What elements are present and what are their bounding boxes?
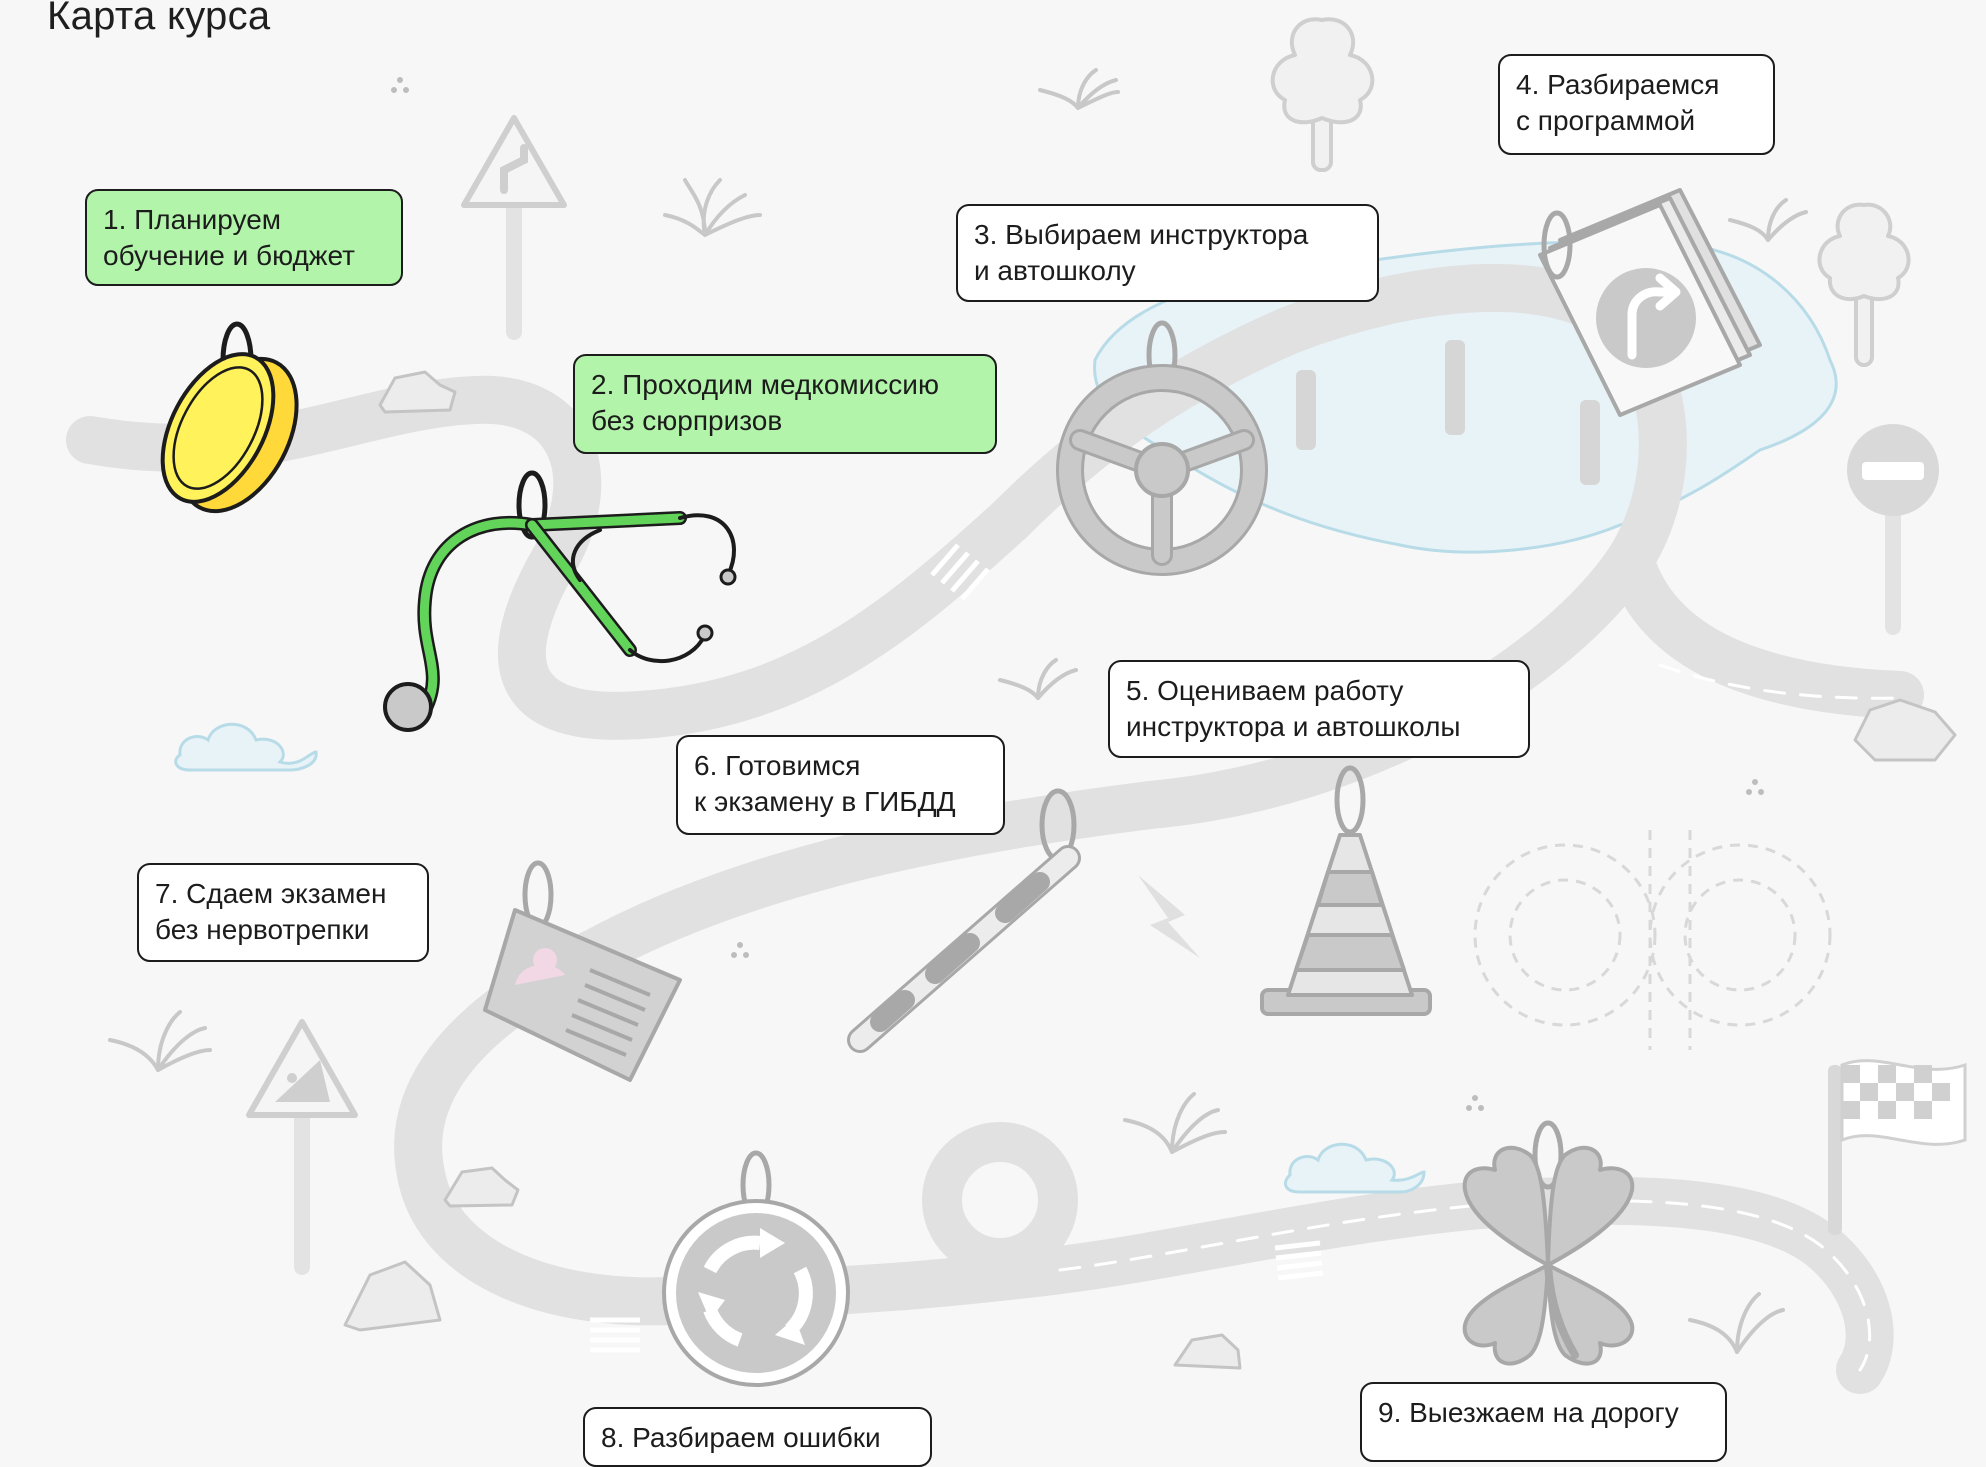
- finish-flag-icon: [1828, 1059, 1967, 1235]
- grass-icon: [663, 178, 762, 237]
- step-9-line-1: 9. Выезжаем на дорогу: [1378, 1397, 1679, 1428]
- step-4-line-1: 4. Разбираемся: [1516, 69, 1720, 100]
- rock-icon: [343, 1260, 442, 1332]
- grass-icon: [1728, 198, 1808, 242]
- grass-icon: [1688, 1292, 1785, 1354]
- step-8-line-1: 8. Разбираем ошибки: [601, 1422, 881, 1453]
- step-card-8[interactable]: 8. Разбираем ошибки: [583, 1407, 932, 1467]
- cloud-icon: [1283, 1142, 1426, 1194]
- traffic-baton-icon[interactable]: [847, 788, 1081, 1053]
- rock-icon: [443, 1166, 520, 1208]
- step-2-line-1: 2. Проходим медкомиссию: [591, 369, 939, 400]
- traffic-cone-icon[interactable]: [1260, 765, 1432, 1016]
- step-card-7[interactable]: 7. Сдаем экзамен без нервотрепки: [137, 863, 429, 962]
- grass-icon: [1038, 68, 1120, 110]
- step-5-line-2: инструктора и автошколы: [1126, 711, 1461, 742]
- bridge-pillars: [1296, 340, 1600, 485]
- step-card-9[interactable]: 9. Выезжаем на дорогу: [1360, 1382, 1727, 1462]
- road-sign-cards-icon[interactable]: [1538, 188, 1762, 417]
- lightning-icon: [1138, 875, 1200, 958]
- step-card-6[interactable]: 6. Готовимся к экзамену в ГИБДД: [676, 735, 1005, 835]
- grass-icon: [1123, 1092, 1227, 1154]
- tree-icon: [1817, 202, 1911, 367]
- step-4-line-2: с программой: [1516, 105, 1696, 136]
- page-title: Карта курса: [47, 0, 271, 38]
- step-card-2[interactable]: 2. Проходим медкомиссию без сюрпризов: [573, 354, 997, 454]
- step-2-line-2: без сюрпризов: [591, 405, 783, 436]
- step-7-line-1: 7. Сдаем экзамен: [155, 878, 387, 909]
- step-3-line-1: 3. Выбираем инструктора: [974, 219, 1309, 250]
- training-ground-icon: [1473, 830, 1832, 1050]
- step-card-5[interactable]: 5. Оцениваем работу инструктора и автошк…: [1108, 660, 1530, 758]
- falling-rocks-sign-icon: [246, 1019, 358, 1275]
- step-1-line-1: 1. Планируем: [103, 204, 282, 235]
- step-3-line-2: и автошколу: [974, 255, 1136, 286]
- cloud-icon: [174, 722, 318, 772]
- step-card-1[interactable]: 1. Планируем обучение и бюджет: [85, 189, 403, 286]
- step-6-line-1: 6. Готовимся: [694, 750, 861, 781]
- rock-icon: [1173, 1333, 1242, 1370]
- crosswalks: [590, 543, 1324, 1353]
- clover-icon[interactable]: [1462, 1120, 1635, 1366]
- roundabout-sign-icon[interactable]: [662, 1150, 850, 1387]
- step-card-4[interactable]: 4. Разбираемся с программой: [1498, 54, 1775, 155]
- license-card-icon[interactable]: [483, 860, 682, 1082]
- coin-icon[interactable]: [140, 321, 321, 531]
- step-7-line-2: без нервотрепки: [155, 914, 370, 945]
- tree-icon: [1270, 17, 1375, 172]
- step-1-line-2: обучение и бюджет: [103, 240, 355, 271]
- step-card-3[interactable]: 3. Выбираем инструктора и автошколу: [956, 204, 1379, 302]
- rock-icon: [1853, 698, 1957, 762]
- rock-icon: [378, 370, 457, 414]
- steering-wheel-icon[interactable]: [1056, 320, 1268, 576]
- step-6-line-2: к экзамену в ГИБДД: [694, 786, 956, 817]
- no-entry-sign-icon: [1847, 424, 1939, 635]
- grass-icon: [108, 1010, 212, 1072]
- curve-road-sign-icon: [461, 115, 567, 340]
- stethoscope-icon[interactable]: [383, 470, 737, 732]
- grass-icon: [998, 658, 1078, 700]
- step-5-line-1: 5. Оцениваем работу: [1126, 675, 1404, 706]
